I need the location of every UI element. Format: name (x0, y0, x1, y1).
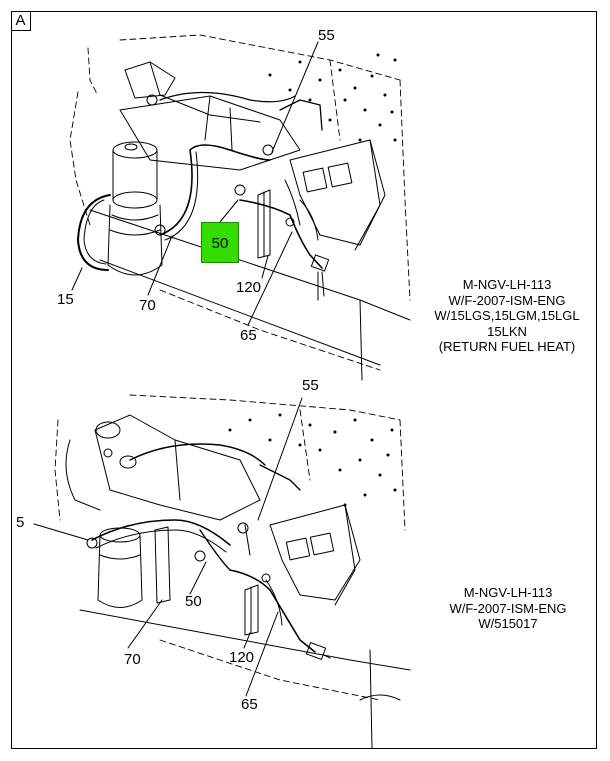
caption-line: W/515017 (478, 616, 538, 631)
caption-line: W/15LGS,15LGM,15LGL (434, 308, 580, 323)
caption-line: 15LKN (487, 323, 527, 339)
leader-70-bottom (127, 599, 163, 649)
callout-70-top: 70 (139, 297, 156, 314)
leader-55-bottom (257, 397, 303, 521)
leader-70-top (147, 235, 173, 296)
leader-65-bottom (245, 611, 279, 697)
callout-55-top: 55 (318, 27, 335, 44)
caption-line: W/F-2007-ISM-ENG (449, 600, 567, 616)
caption-line: W/F-2007-ISM-ENG (448, 292, 566, 308)
callout-120-top: 120 (236, 279, 262, 296)
callout-50-bottom: 50 (185, 593, 202, 610)
caption-line: (RETURN FUEL HEAT) (438, 339, 576, 354)
diagram-frame (11, 11, 597, 749)
callout-65-bottom: 65 (241, 696, 258, 713)
leader-65-top (247, 231, 293, 326)
leader-50-top (219, 199, 239, 223)
leader-15-top (71, 267, 83, 291)
caption-line: M-NGV-LH-113 (463, 585, 553, 600)
leader-5-bottom (33, 523, 89, 541)
caption-top-view: M-NGV-LH-113 W/F-2007-ISM-ENG W/15LGS,15… (417, 277, 597, 355)
leader-55-top (271, 41, 319, 153)
panel-label: A (11, 11, 31, 31)
callout-55-bottom: 55 (302, 377, 319, 394)
caption-bottom-view: M-NGV-LH-113 W/F-2007-ISM-ENG W/515017 (418, 585, 598, 632)
callout-15-top: 15 (57, 291, 74, 308)
callout-70-bottom: 70 (124, 651, 141, 668)
callout-120-bottom: 120 (229, 649, 255, 666)
leader-120-bottom (243, 632, 251, 649)
callout-50-top-highlighted[interactable]: 50 (201, 222, 239, 263)
bottom-view-artwork (54, 394, 411, 749)
caption-line: M-NGV-LH-113 (462, 277, 552, 292)
callout-5-bottom: 5 (16, 514, 25, 531)
leader-50-bottom (189, 561, 207, 595)
leader-120-top (261, 255, 269, 279)
callout-65-top: 65 (240, 327, 257, 344)
